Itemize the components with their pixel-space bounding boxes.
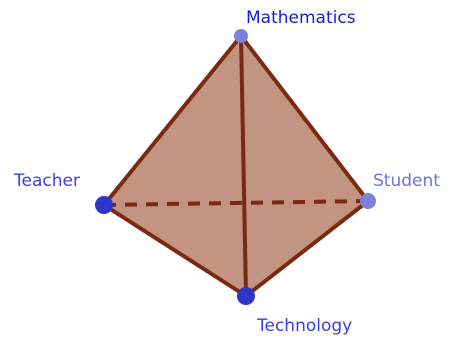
vertex-label-student: Student — [373, 171, 440, 191]
tetrahedron-face-left — [104, 36, 246, 296]
tetrahedron-face-right — [241, 36, 368, 296]
edge-mathematics-student — [239, 34, 370, 203]
vertex-teacher-point — [95, 196, 113, 214]
vertex-label-technology: Technology — [257, 316, 353, 336]
vertex-mathematics-point — [234, 29, 248, 43]
edge-teacher-student — [103, 199, 369, 207]
vertex-technology-point — [237, 287, 255, 305]
edge-teacher-technology — [102, 203, 248, 298]
edge-student-technology — [244, 199, 370, 298]
vertex-label-teacher: Teacher — [14, 171, 80, 191]
edge-mathematics-technology — [239, 34, 248, 298]
vertex-label-mathematics: Mathematics — [246, 8, 356, 28]
edge-mathematics-teacher — [102, 34, 243, 207]
vertex-student-point — [360, 193, 376, 209]
